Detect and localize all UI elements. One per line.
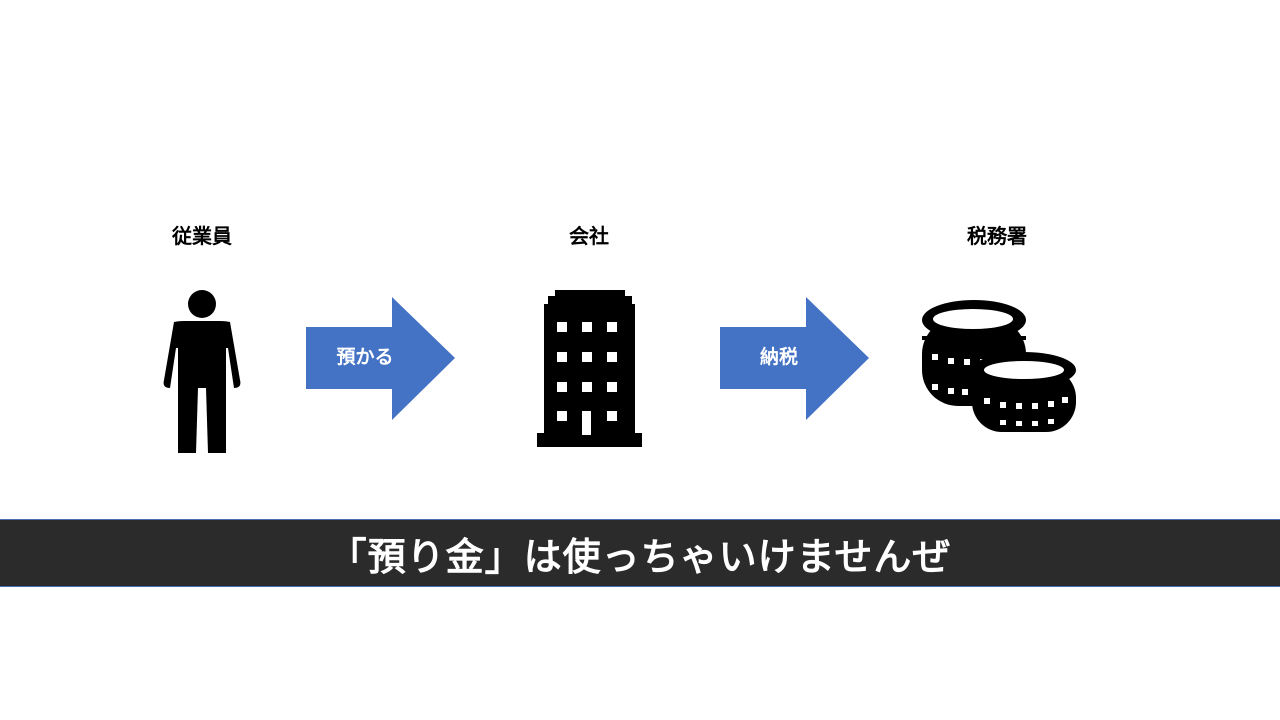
company-label: 会社 <box>569 224 609 248</box>
person-icon <box>163 290 241 453</box>
arrow-2-label: 納税 <box>759 346 798 368</box>
arrow-1-label: 預かる <box>336 346 394 368</box>
tax-office-label: 税務署 <box>967 224 1027 248</box>
arrow-2 <box>720 297 869 420</box>
banner: 「預り金」は使っちゃいけませんぜ <box>0 519 1280 587</box>
coins-icon <box>922 300 1076 432</box>
employee-label: 従業員 <box>172 224 232 248</box>
arrow-1 <box>306 297 455 420</box>
banner-text: 「預り金」は使っちゃいけませんぜ <box>328 534 952 579</box>
building-icon <box>537 290 642 447</box>
